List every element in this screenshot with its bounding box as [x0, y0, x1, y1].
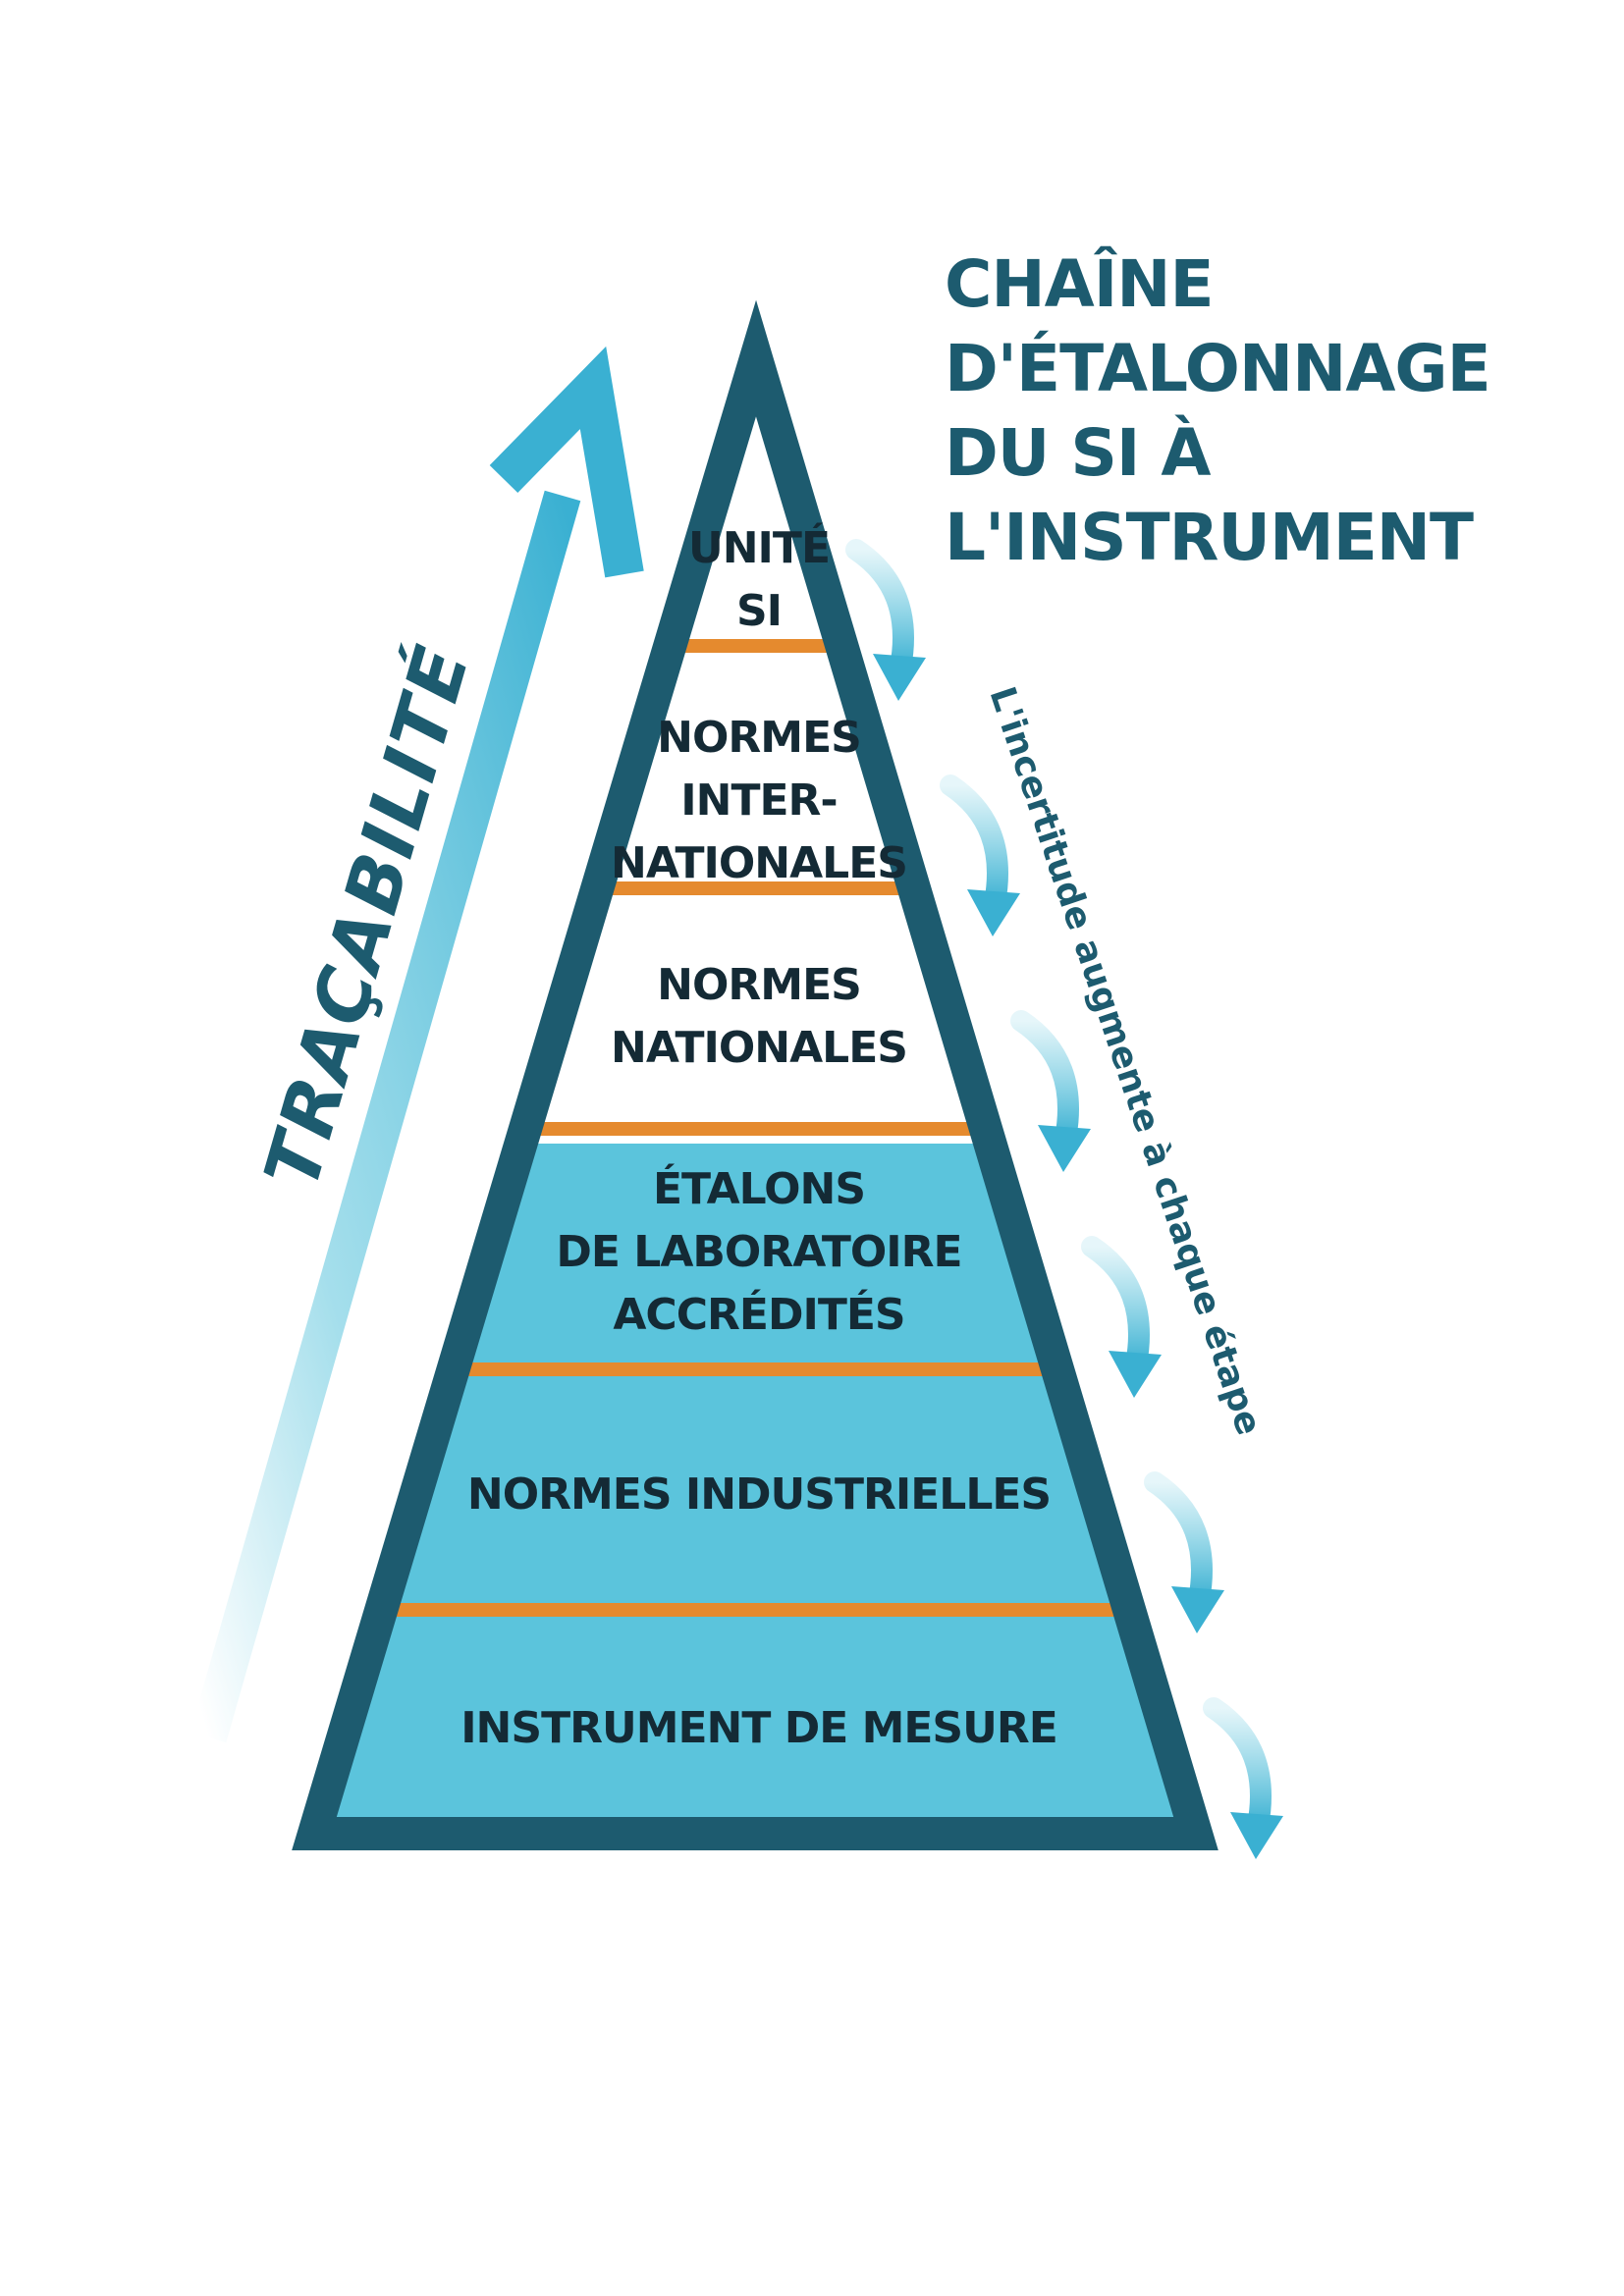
pyramid-level-2: NORMES INTER- NATIONALES	[611, 713, 908, 888]
pyramid-level-label: NORMES	[657, 960, 861, 1010]
curved-arrow-icon	[845, 539, 926, 701]
title-line: D'ÉTALONNAGE	[945, 330, 1490, 406]
pyramid-level-label: NORMES INDUSTRIELLES	[467, 1469, 1051, 1520]
uncertainty-arrows	[845, 539, 1283, 1859]
traceability-arrow-shaft	[189, 490, 581, 1743]
pyramid-level-label: DE LABORATOIRE	[556, 1227, 961, 1277]
pyramid-level-label: SI	[736, 586, 782, 636]
pyramid-level-3: NORMES NATIONALES	[611, 960, 908, 1073]
pyramid-level-label: ÉTALONS	[653, 1162, 865, 1214]
pyramid-level-label: ACCRÉDITÉS	[613, 1288, 904, 1340]
pyramid-level-6: INSTRUMENT DE MESURE	[460, 1703, 1058, 1753]
pyramid-level-label: INSTRUMENT DE MESURE	[460, 1703, 1057, 1753]
curved-arrow-icon	[1010, 1010, 1091, 1172]
diagram-title: CHAÎNE D'ÉTALONNAGE DU SI À L'INSTRUMENT	[945, 245, 1491, 575]
pyramid-level-label: UNITÉ	[688, 521, 830, 573]
title-line: DU SI À	[945, 414, 1211, 491]
pyramid-levels: UNITÉ SI NORMES INTER- NATIONALES NORMES NATIO…	[460, 521, 1058, 1753]
curved-arrow-icon	[940, 774, 1020, 936]
curved-arrow-icon	[1203, 1697, 1283, 1859]
curved-arrow-icon	[1081, 1236, 1162, 1398]
pyramid-frame	[292, 299, 1218, 1850]
pyramid-level-label: NATIONALES	[611, 1023, 907, 1073]
level-separator	[314, 1603, 1196, 1617]
title-line: L'INSTRUMENT	[945, 500, 1474, 575]
title-line: CHAÎNE	[945, 245, 1214, 322]
traceability-arrow-head-icon	[489, 346, 644, 578]
pyramid-level-5: NORMES INDUSTRIELLES	[467, 1469, 1052, 1520]
level-separator	[314, 1362, 1196, 1376]
pyramid-level-4: ÉTALONS DE LABORATOIRE ACCRÉDITÉS	[556, 1162, 962, 1340]
pyramid-level-1: UNITÉ SI	[688, 521, 831, 636]
pyramid-level-label: NORMES	[657, 713, 861, 763]
pyramid-level-label: INTER-	[680, 775, 837, 826]
pyramid-level-label: NATIONALES	[611, 838, 907, 888]
traceability-arrow	[189, 346, 644, 1743]
curved-arrow-icon	[1144, 1471, 1224, 1633]
